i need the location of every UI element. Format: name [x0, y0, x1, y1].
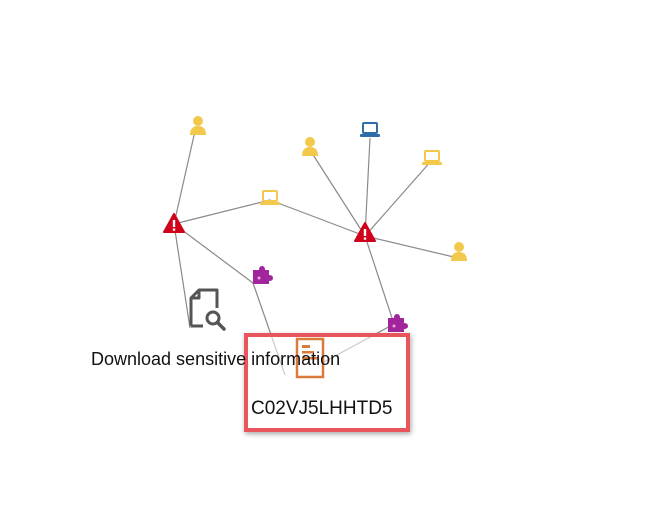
puzzle-icon[interactable] — [253, 266, 273, 284]
alert-icon[interactable] — [163, 213, 185, 233]
edge — [173, 199, 271, 225]
file-search-icon[interactable] — [189, 288, 226, 331]
alert-icon[interactable] — [354, 222, 376, 242]
edge — [364, 137, 371, 237]
edge — [364, 159, 433, 237]
laptop-icon[interactable] — [422, 150, 442, 165]
edge — [364, 235, 459, 259]
edge — [269, 199, 366, 237]
edge — [364, 235, 395, 325]
edge — [173, 130, 196, 225]
selected-node-highlight — [244, 333, 410, 432]
laptop-icon[interactable] — [260, 190, 280, 205]
edge — [309, 149, 366, 237]
server-icon[interactable] — [294, 336, 328, 382]
investigation-label: Download sensitive information — [91, 349, 341, 369]
puzzle-icon[interactable] — [388, 314, 408, 332]
user-icon[interactable] — [190, 116, 206, 135]
edges — [173, 130, 459, 376]
user-icon[interactable] — [302, 137, 318, 156]
laptop-icon[interactable] — [360, 122, 380, 137]
server-label: C02VJ5LHHTD5 — [251, 398, 393, 419]
edge — [173, 223, 254, 284]
user-icon[interactable] — [451, 242, 467, 261]
edge — [173, 223, 191, 329]
